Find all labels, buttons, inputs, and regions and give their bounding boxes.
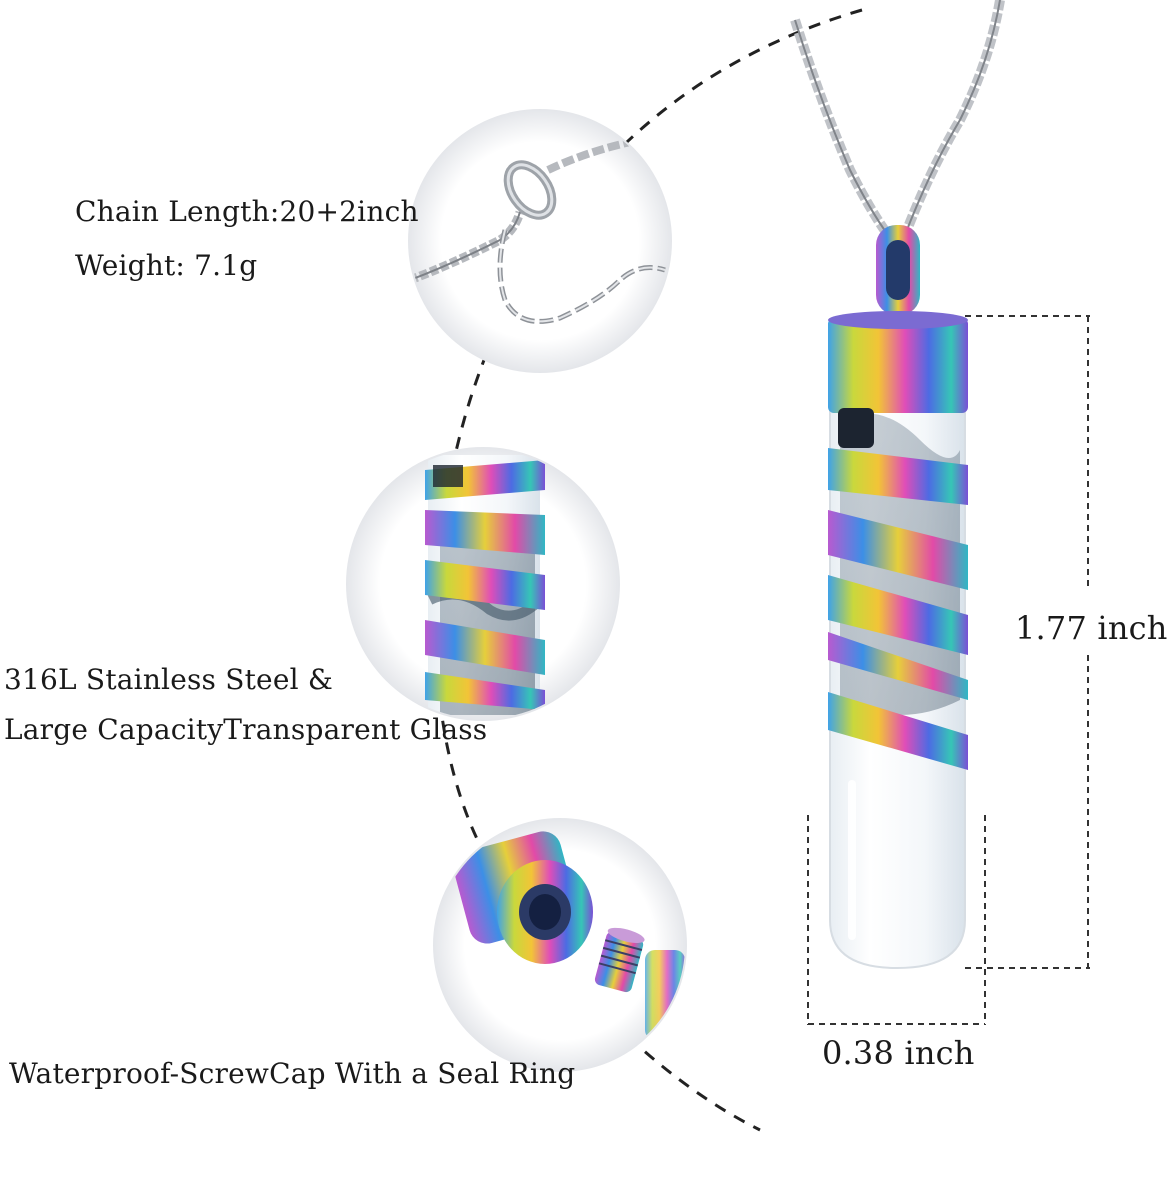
- pendant-main-photo: [790, 0, 1005, 970]
- material-label-line1: 316L Stainless Steel &: [4, 663, 333, 696]
- chain-length-label: Chain Length:20+2inch: [75, 195, 419, 228]
- height-dimension-label: 1.77 inch: [1015, 609, 1168, 647]
- material-label-line2: Large CapacityTransparent Glass: [4, 713, 488, 746]
- width-dimension-label: 0.38 inch: [822, 1034, 975, 1072]
- width-dimension-lines: [807, 815, 986, 1025]
- cylinder-detail-photo: [346, 447, 620, 721]
- weight-label: Weight: 7.1g: [75, 249, 258, 282]
- height-dimension-lines: [965, 315, 1090, 969]
- screwcap-detail-photo: [433, 818, 687, 1072]
- closure-label: Waterproof-ScrewCap With a Seal Ring: [9, 1057, 576, 1090]
- clasp-detail-photo: [408, 109, 672, 373]
